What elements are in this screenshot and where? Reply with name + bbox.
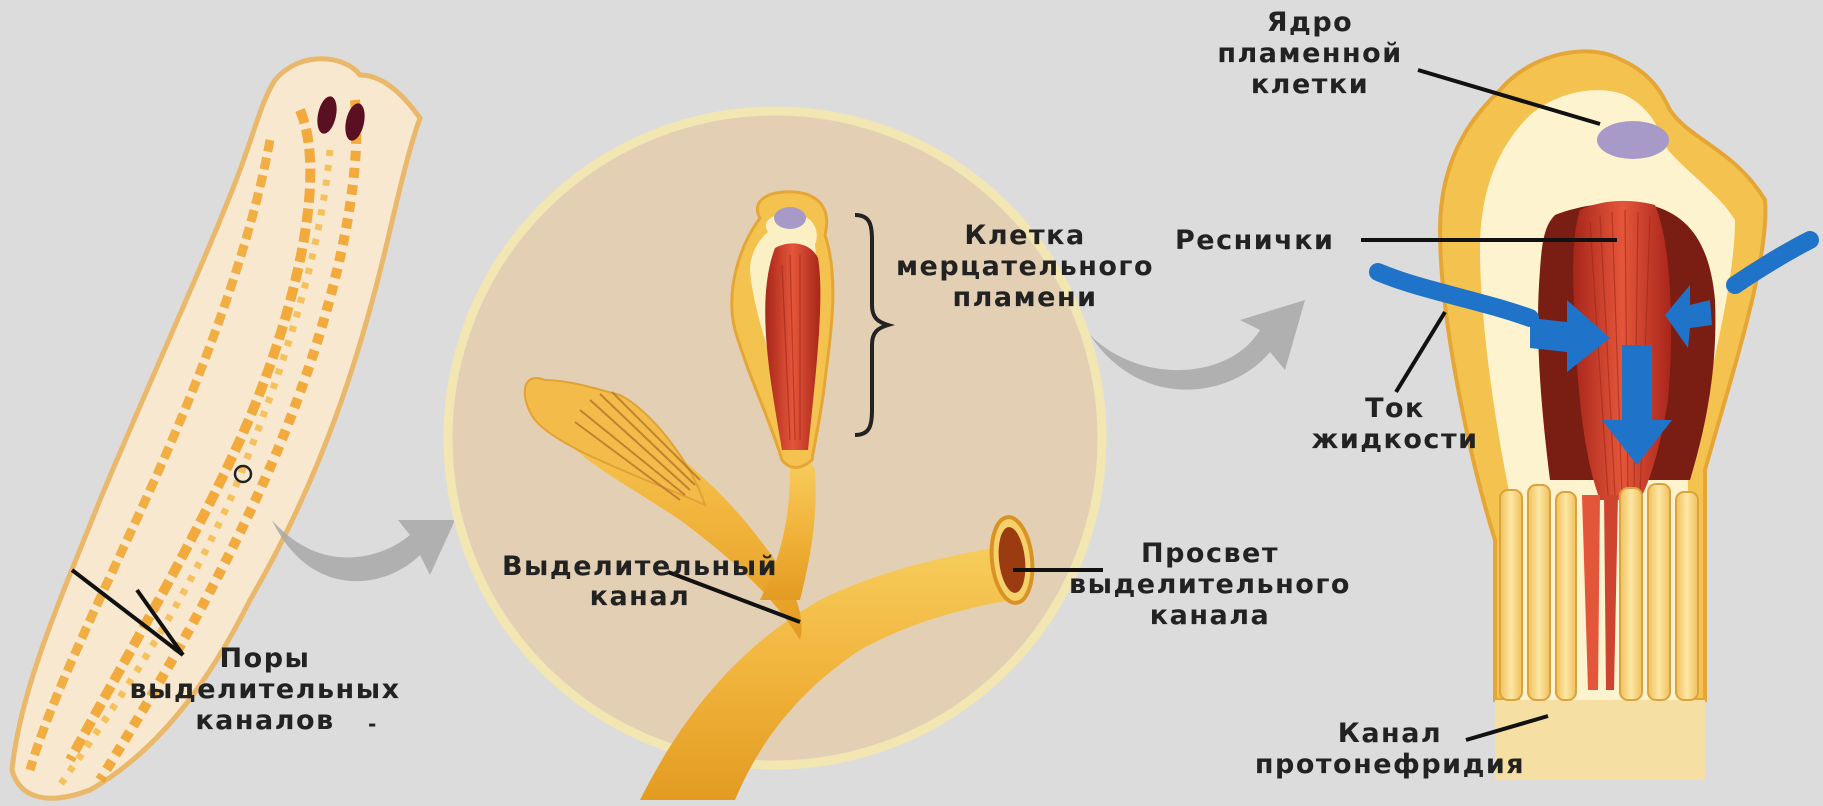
nucleus-label-line2: пламенной	[1190, 38, 1430, 69]
flame-cell-label-line3: пламени	[880, 282, 1170, 313]
excretory-canal-label-line2: канал	[485, 582, 795, 612]
arrow-to-detail-icon	[1090, 300, 1305, 390]
lumen-label-line2: выделительного	[1050, 569, 1370, 600]
pores-dash: -	[368, 709, 378, 740]
protonephridium-canal-label: Канал протонефридия	[1235, 718, 1545, 780]
cilia-label: Реснички	[1175, 225, 1334, 256]
pores-label-line2: выделительных	[115, 674, 415, 705]
lumen-label-line3: канала	[1050, 600, 1370, 631]
flame-cell-label-line2: мерцательного	[880, 251, 1170, 282]
fluid-flow-label-line2: жидкости	[1295, 424, 1495, 455]
nucleus-label: Ядро пламенной клетки	[1190, 7, 1430, 100]
fluid-flow-label: Ток жидкости	[1295, 393, 1495, 455]
pores-label-line1: Поры	[115, 643, 415, 674]
flame-cell-label-line1: Клетка	[880, 220, 1170, 251]
lumen-label: Просвет выделительного канала	[1050, 538, 1370, 631]
fluid-flow-label-line1: Ток	[1295, 393, 1495, 424]
excretory-canal-label-line1: Выделительный	[485, 552, 795, 582]
arrow-to-canal-icon	[272, 520, 455, 581]
protonephridium-canal-label-line2: протонефридия	[1235, 749, 1545, 780]
lumen-label-line1: Просвет	[1050, 538, 1370, 569]
flame-cell-label: Клетка мерцательного пламени	[880, 220, 1170, 313]
flame-cell-closeup	[448, 111, 1102, 800]
nucleus-label-line3: клетки	[1190, 69, 1430, 100]
nucleus-label-line1: Ядро	[1190, 7, 1430, 38]
protonephridium-canal-label-line1: Канал	[1235, 718, 1545, 749]
excretory-canal-label: Выделительный канал	[485, 552, 795, 612]
